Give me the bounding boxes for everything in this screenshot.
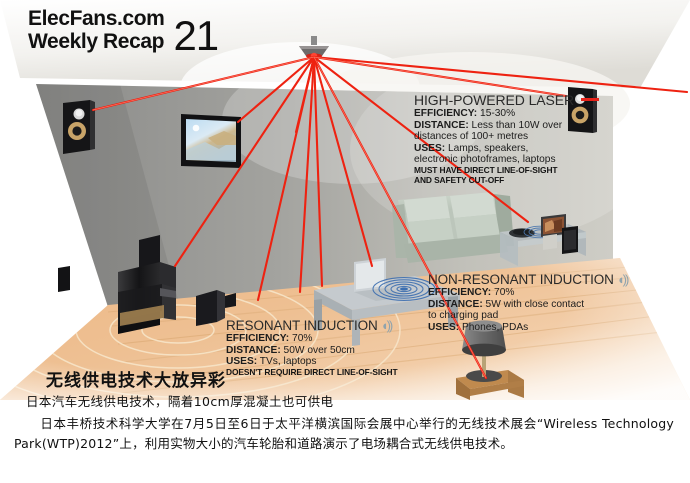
callout-line: DISTANCE: Less than 10W over bbox=[414, 120, 599, 132]
chinese-body-text: 日本丰桥技术科学大学在7月5日至6日于太平洋横滨国际会展中心举行的无线技术展会“… bbox=[14, 414, 674, 454]
callout-line-value: electronic photoframes, laptops bbox=[414, 154, 556, 166]
digital-photoframe-wall bbox=[181, 114, 241, 168]
callout-line: distances of 100+ metres bbox=[414, 131, 599, 143]
callout-note: DOESN'T REQUIRE DIRECT LINE-OF-SIGHT bbox=[226, 366, 398, 377]
sofa bbox=[392, 192, 514, 263]
chinese-body-content: 日本丰桥技术科学大学在7月5日至6日于太平洋横滨国际会展中心举行的无线技术展会“… bbox=[14, 416, 674, 451]
desktop-photoframe bbox=[541, 214, 566, 237]
wireless-power-scene bbox=[0, 0, 690, 400]
callout-line: EFFICIENCY: 70% bbox=[226, 333, 397, 345]
callout-line-label: EFFICIENCY: bbox=[226, 333, 290, 344]
callout-line-value: 15-30% bbox=[477, 108, 516, 119]
floor-speaker-tower bbox=[58, 235, 176, 334]
callout-line: USES: Phones, PDAs bbox=[428, 322, 627, 334]
callout-title: NON-RESONANT INDUCTION◖)) bbox=[428, 272, 629, 287]
callout-title: HIGH-POWERED LASER bbox=[414, 92, 599, 108]
laser-dash-icon bbox=[581, 97, 599, 101]
callout-line-value: TVs, laptops bbox=[257, 356, 317, 368]
callout-line: DISTANCE: 5W with close contact bbox=[428, 299, 627, 311]
wood-floor bbox=[0, 258, 690, 400]
callout-title-text: RESONANT INDUCTION bbox=[226, 318, 378, 333]
callout-line-label: EFFICIENCY: bbox=[428, 287, 492, 298]
floor-monitor bbox=[196, 290, 236, 326]
smartphone bbox=[562, 226, 578, 254]
masthead-title: ElecFans.com Weekly Recap bbox=[28, 7, 165, 53]
callout-line-value: Less than 10W over bbox=[468, 119, 563, 131]
callout-line-value: to charging pad bbox=[428, 310, 499, 322]
chinese-heading: 无线供电技术大放异彩 bbox=[46, 371, 226, 391]
wireless-wave-icon: ◖)) bbox=[380, 318, 393, 333]
glass-side-table bbox=[500, 214, 586, 266]
callout-title: RESONANT INDUCTION◖)) bbox=[226, 318, 397, 333]
callout-line-label: DISTANCE: bbox=[414, 119, 469, 131]
callout-line-value: Lamps, speakers, bbox=[445, 142, 529, 154]
callout-line: DISTANCE: 50W over 50cm bbox=[226, 345, 397, 357]
callout-line-value: 70% bbox=[289, 333, 313, 344]
callout-line-label: USES: bbox=[226, 356, 258, 368]
callout-line: electronic photoframes, laptops bbox=[414, 154, 599, 166]
callout-line-value: Phones, PDAs bbox=[459, 321, 529, 333]
callout-line-label: DISTANCE: bbox=[428, 298, 483, 310]
callout-line-value: distances of 100+ metres bbox=[414, 131, 529, 143]
lamp-side-table bbox=[456, 370, 524, 400]
callout-non-resonant-induction: NON-RESONANT INDUCTION◖)) EFFICIENCY: 70… bbox=[428, 272, 629, 334]
wall-speaker-left bbox=[63, 100, 95, 154]
callout-line-value: 70% bbox=[491, 287, 515, 298]
callout-line-label: DISTANCE: bbox=[226, 344, 281, 356]
callout-resonant-induction: RESONANT INDUCTION◖)) EFFICIENCY: 70% DI… bbox=[226, 318, 398, 377]
masthead-line2: Weekly Recap bbox=[28, 30, 165, 53]
callout-title-text: HIGH-POWERED LASER bbox=[414, 92, 574, 108]
chinese-subheading: 日本汽车无线供电技术，隔着10cm厚混凝土也可供电 bbox=[26, 394, 334, 409]
tabletop-induction-rings bbox=[372, 277, 436, 301]
callout-high-powered-laser: HIGH-POWERED LASER EFFICIENCY: 15-30% DI… bbox=[414, 92, 599, 185]
callout-line: EFFICIENCY: 70% bbox=[428, 287, 627, 299]
laptop-on-coffee-table bbox=[354, 258, 408, 301]
callout-note: AND SAFETY CUT-OFF bbox=[414, 174, 505, 185]
masthead-line1: ElecFans.com bbox=[28, 7, 165, 30]
callout-title-text: NON-RESONANT INDUCTION bbox=[428, 272, 614, 287]
resonant-charging-table bbox=[314, 258, 460, 346]
masthead: ElecFans.com Weekly Recap 21 bbox=[28, 6, 219, 59]
laser-beam-highlights bbox=[92, 56, 567, 379]
callout-line-label: USES: bbox=[414, 142, 446, 154]
wireless-wave-icon: ◖)) bbox=[616, 272, 629, 287]
callout-line: USES: Lamps, speakers, bbox=[414, 143, 599, 155]
callout-line-value: 50W over 50cm bbox=[280, 344, 355, 356]
callout-line-label: USES: bbox=[428, 321, 460, 333]
callout-line: USES: TVs, laptops bbox=[226, 356, 397, 368]
issue-number: 21 bbox=[173, 12, 219, 59]
callout-note: MUST HAVE DIRECT LINE-OF-SIGHT bbox=[414, 164, 558, 175]
callout-line-value: 5W with close contact bbox=[482, 298, 585, 310]
callout-line: EFFICIENCY: 15-30% bbox=[414, 108, 599, 120]
callout-line-label: EFFICIENCY: bbox=[414, 108, 478, 119]
callout-line: to charging pad bbox=[428, 310, 627, 322]
